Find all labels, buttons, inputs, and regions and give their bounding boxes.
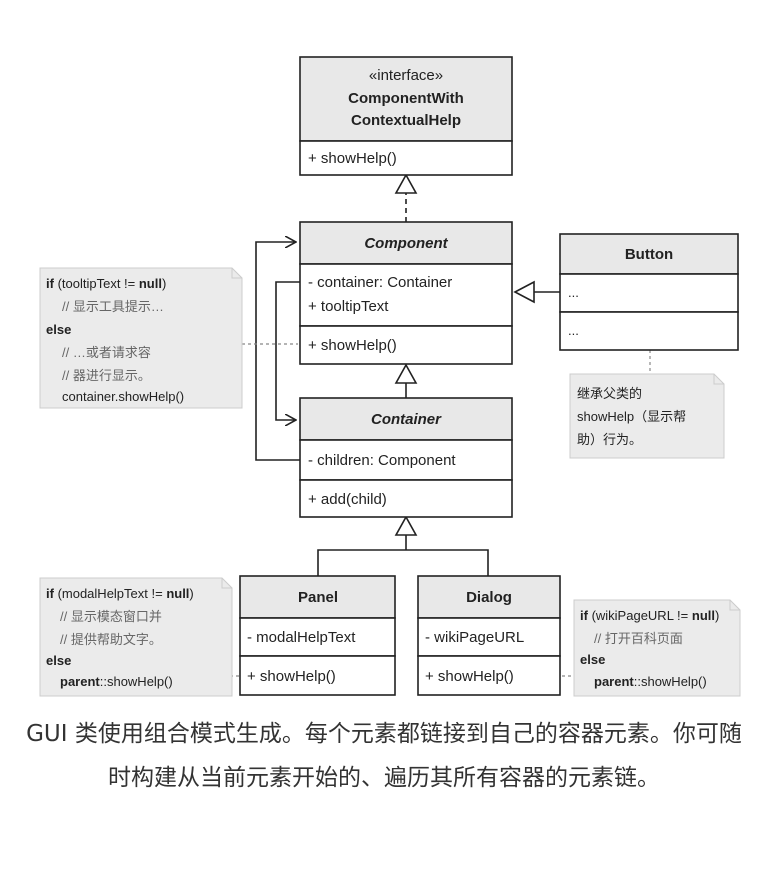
dialog-name: Dialog xyxy=(466,589,512,606)
note-parent-keyword: parent xyxy=(594,674,634,689)
component-name: Component xyxy=(364,235,448,252)
component-note: if (tooltipText != null) // 显示工具提示… else… xyxy=(39,267,243,409)
note-text: ) xyxy=(189,586,193,601)
button-methods: ... xyxy=(568,323,579,338)
svg-text:if (tooltipText != null): if (tooltipText != null) xyxy=(46,276,166,291)
button-class-box: Button ... ... xyxy=(559,233,739,351)
note-text: ) xyxy=(162,276,166,291)
dialog-note: if (wikiPageURL != null) // 打开百科页面 else … xyxy=(573,599,741,697)
note-else-keyword: else xyxy=(46,322,71,337)
note-code: ::showHelp() xyxy=(100,674,173,689)
panel-field: - modalHelpText xyxy=(247,629,356,646)
interface-stereotype: «interface» xyxy=(369,67,443,84)
association-line xyxy=(275,281,300,420)
note-comment: // 打开百科页面 xyxy=(594,631,683,646)
note-text: ) xyxy=(715,608,719,623)
note-text: (wikiPageURL != xyxy=(588,608,692,623)
note-comment: // 提供帮助文字。 xyxy=(60,632,162,647)
dialog-class-box: Dialog - wikiPageURL + showHelp() xyxy=(417,575,561,696)
container-field: - children: Component xyxy=(308,452,456,469)
component-class-box: Component - container: Container + toolt… xyxy=(299,221,513,365)
component-field-tooltip: + tooltipText xyxy=(308,298,389,315)
panel-method: + showHelp() xyxy=(247,668,336,685)
note-comment: // 器进行显示。 xyxy=(62,368,151,383)
button-name: Button xyxy=(625,246,673,263)
svg-text:parent::showHelp(): parent::showHelp() xyxy=(60,674,173,689)
note-comment: // 显示模态窗口并 xyxy=(60,609,162,624)
svg-text:if (modalHelpText != null): if (modalHelpText != null) xyxy=(46,586,194,601)
interface-name-line2: ContextualHelp xyxy=(351,112,461,129)
realization-arrowhead xyxy=(394,173,418,194)
interface-name-line1: ComponentWith xyxy=(348,90,464,107)
note-null-keyword: null xyxy=(139,276,162,291)
figure-caption: GUI 类使用组合模式生成。每个元素都链接到自己的容器元素。你可随时构建从当前元… xyxy=(26,721,742,791)
uml-class-diagram: «interface» ComponentWith ContextualHelp… xyxy=(39,56,741,697)
note-null-keyword: null xyxy=(166,586,189,601)
note-comment: // 显示工具提示… xyxy=(62,299,164,314)
svg-text:if (wikiPageURL != null): if (wikiPageURL != null) xyxy=(580,608,719,623)
note-else-keyword: else xyxy=(46,653,71,668)
panel-class-box: Panel - modalHelpText + showHelp() xyxy=(239,575,396,696)
note-null-keyword: null xyxy=(692,608,715,623)
note-text: (modalHelpText != xyxy=(54,586,166,601)
note-else-keyword: else xyxy=(580,652,605,667)
dialog-method: + showHelp() xyxy=(425,668,514,685)
note-if-keyword: if xyxy=(46,276,55,291)
component-method: + showHelp() xyxy=(308,337,397,354)
container-name: Container xyxy=(371,411,442,428)
note-if-keyword: if xyxy=(580,608,589,623)
panel-note: if (modalHelpText != null) // 显示模态窗口并 //… xyxy=(39,577,233,697)
container-inherit-arrowhead xyxy=(394,363,418,384)
note-text: 助）行为。 xyxy=(577,432,642,447)
note-text: 继承父类的 xyxy=(577,386,642,401)
note-code: container.showHelp() xyxy=(62,389,184,404)
button-inherit-arrowhead xyxy=(513,280,535,304)
button-note: 继承父类的 showHelp（显示帮 助）行为。 xyxy=(569,373,725,459)
interface-class-box: «interface» ComponentWith ContextualHelp… xyxy=(299,56,513,176)
note-text: (tooltipText != xyxy=(54,276,139,291)
interface-method: + showHelp() xyxy=(308,150,397,167)
dialog-field: - wikiPageURL xyxy=(425,629,524,646)
container-class-box: Container - children: Component + add(ch… xyxy=(299,397,513,518)
component-field-container: - container: Container xyxy=(308,274,452,291)
svg-text:parent::showHelp(): parent::showHelp() xyxy=(594,674,707,689)
note-if-keyword: if xyxy=(46,586,55,601)
panel-name: Panel xyxy=(298,589,338,606)
note-comment: // …或者请求容 xyxy=(62,345,151,360)
panel-dialog-inherit-arrowhead xyxy=(394,515,418,536)
note-code: ::showHelp() xyxy=(634,674,707,689)
panel-inherit-line xyxy=(317,549,489,576)
container-method: + add(child) xyxy=(308,491,387,508)
note-parent-keyword: parent xyxy=(60,674,100,689)
note-text: showHelp（显示帮 xyxy=(577,409,686,424)
button-fields: ... xyxy=(568,285,579,300)
